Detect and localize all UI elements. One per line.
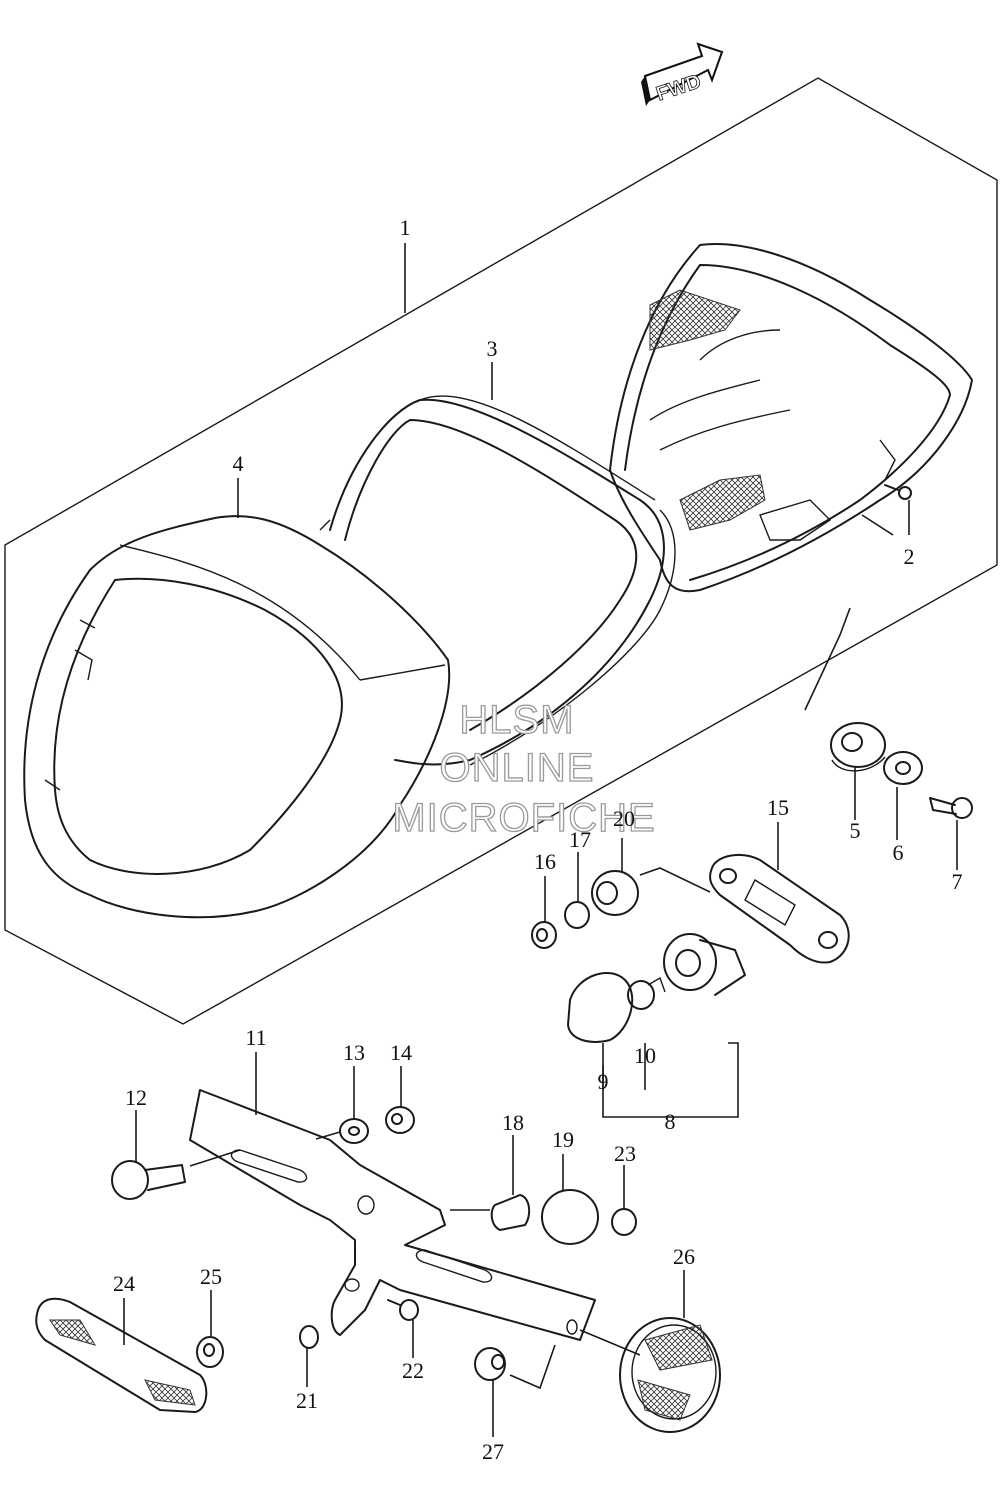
- part-13-washer: [339, 1118, 369, 1144]
- callout-labels: 1 2 3 4 5 6 7 8 9 10 11 12 13 14 15 16 1…: [113, 215, 963, 1464]
- callout-10: 10: [634, 1043, 656, 1068]
- part-27-nut: [474, 1347, 506, 1381]
- callout-12: 12: [125, 1085, 147, 1110]
- watermark: HLSM ONLINE MICROFICHE: [392, 697, 656, 840]
- callout-1: 1: [400, 215, 411, 240]
- callout-8: 8: [665, 1109, 676, 1134]
- callout-13: 13: [343, 1040, 365, 1065]
- callout-7: 7: [952, 869, 963, 894]
- callout-25: 25: [200, 1264, 222, 1289]
- part-24-side-reflector: [35, 1297, 208, 1413]
- part-10-bulb: [627, 976, 666, 1010]
- part-7-screw: [929, 797, 973, 819]
- part-6-washer: [883, 751, 923, 785]
- part-11-plate-bracket: [189, 1089, 596, 1341]
- assembly-outline: [4, 77, 998, 1025]
- callout-18: 18: [502, 1110, 524, 1135]
- part-2-screw: [884, 484, 912, 500]
- part-4-lens-cover: [23, 515, 451, 919]
- forward-arrow-icon: FWD: [641, 42, 724, 106]
- part-23-nut: [611, 1208, 637, 1236]
- part-22-bolt: [387, 1299, 419, 1321]
- part-19-grommet: [541, 1189, 599, 1245]
- part-18-collar: [490, 1194, 531, 1231]
- watermark-line-1: HLSM: [459, 698, 574, 742]
- callout-17: 17: [569, 827, 591, 852]
- callout-19: 19: [552, 1127, 574, 1152]
- leader-lines: [123, 243, 958, 1437]
- callout-9: 9: [598, 1069, 609, 1094]
- part-8-socket: [663, 933, 746, 996]
- part-9-lens: [567, 971, 634, 1043]
- part-3-gasket: [319, 395, 676, 766]
- callout-27: 27: [482, 1439, 504, 1464]
- watermark-line-2: ONLINE: [440, 746, 595, 790]
- callout-15: 15: [767, 795, 789, 820]
- part-17-collar: [564, 901, 590, 929]
- part-5-grommet: [830, 722, 886, 772]
- watermark-line-3: MICROFICHE: [392, 796, 655, 840]
- callout-3: 3: [487, 336, 498, 361]
- callout-23: 23: [614, 1141, 636, 1166]
- callout-11: 11: [245, 1025, 266, 1050]
- callout-4: 4: [233, 451, 244, 476]
- callout-24: 24: [113, 1271, 135, 1296]
- part-12-bolt: [111, 1160, 186, 1200]
- part-15-bracket: [709, 853, 850, 964]
- part-16-nut: [531, 921, 557, 949]
- callout-20: 20: [613, 806, 635, 831]
- part-20-grommet: [591, 870, 639, 916]
- callout-2: 2: [904, 544, 915, 569]
- part-26-rear-reflector: [619, 1317, 721, 1433]
- part-25-nut: [196, 1336, 224, 1368]
- callout-6: 6: [893, 840, 904, 865]
- callout-14: 14: [390, 1040, 412, 1065]
- callout-26: 26: [673, 1244, 695, 1269]
- callout-21: 21: [296, 1388, 318, 1413]
- callout-5: 5: [850, 818, 861, 843]
- part-1-lamp-housing: [609, 243, 973, 593]
- part-14-nut: [385, 1106, 415, 1134]
- part-21-rivet: [299, 1325, 319, 1349]
- callout-22: 22: [402, 1358, 424, 1383]
- callout-16: 16: [534, 849, 556, 874]
